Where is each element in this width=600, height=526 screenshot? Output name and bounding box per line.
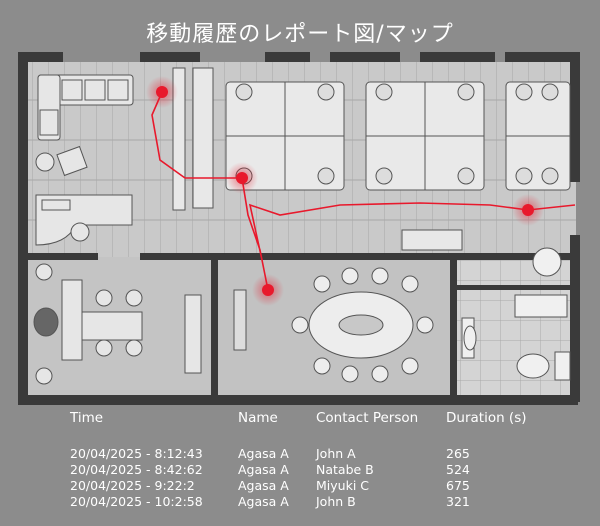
column-header-name: Name xyxy=(238,410,278,426)
location-marker xyxy=(146,76,178,108)
walls xyxy=(18,52,580,405)
column-header-duration: Duration (s) xyxy=(446,410,527,426)
column-header-contact: Contact Person xyxy=(316,410,419,426)
floor-plan-map xyxy=(18,52,580,405)
bathroom-fixtures xyxy=(461,247,571,381)
visit-markers xyxy=(146,76,544,306)
office-furniture xyxy=(33,263,202,385)
page-title: 移動履歴のレポート図/マップ xyxy=(146,22,454,47)
location-marker xyxy=(252,274,284,306)
location-marker xyxy=(226,162,258,194)
cabinets xyxy=(172,67,463,251)
lounge-furniture xyxy=(35,74,134,246)
workstations xyxy=(225,81,571,191)
column-header-time: Time xyxy=(70,410,104,426)
location-marker xyxy=(512,194,544,226)
meeting-room xyxy=(233,267,434,383)
